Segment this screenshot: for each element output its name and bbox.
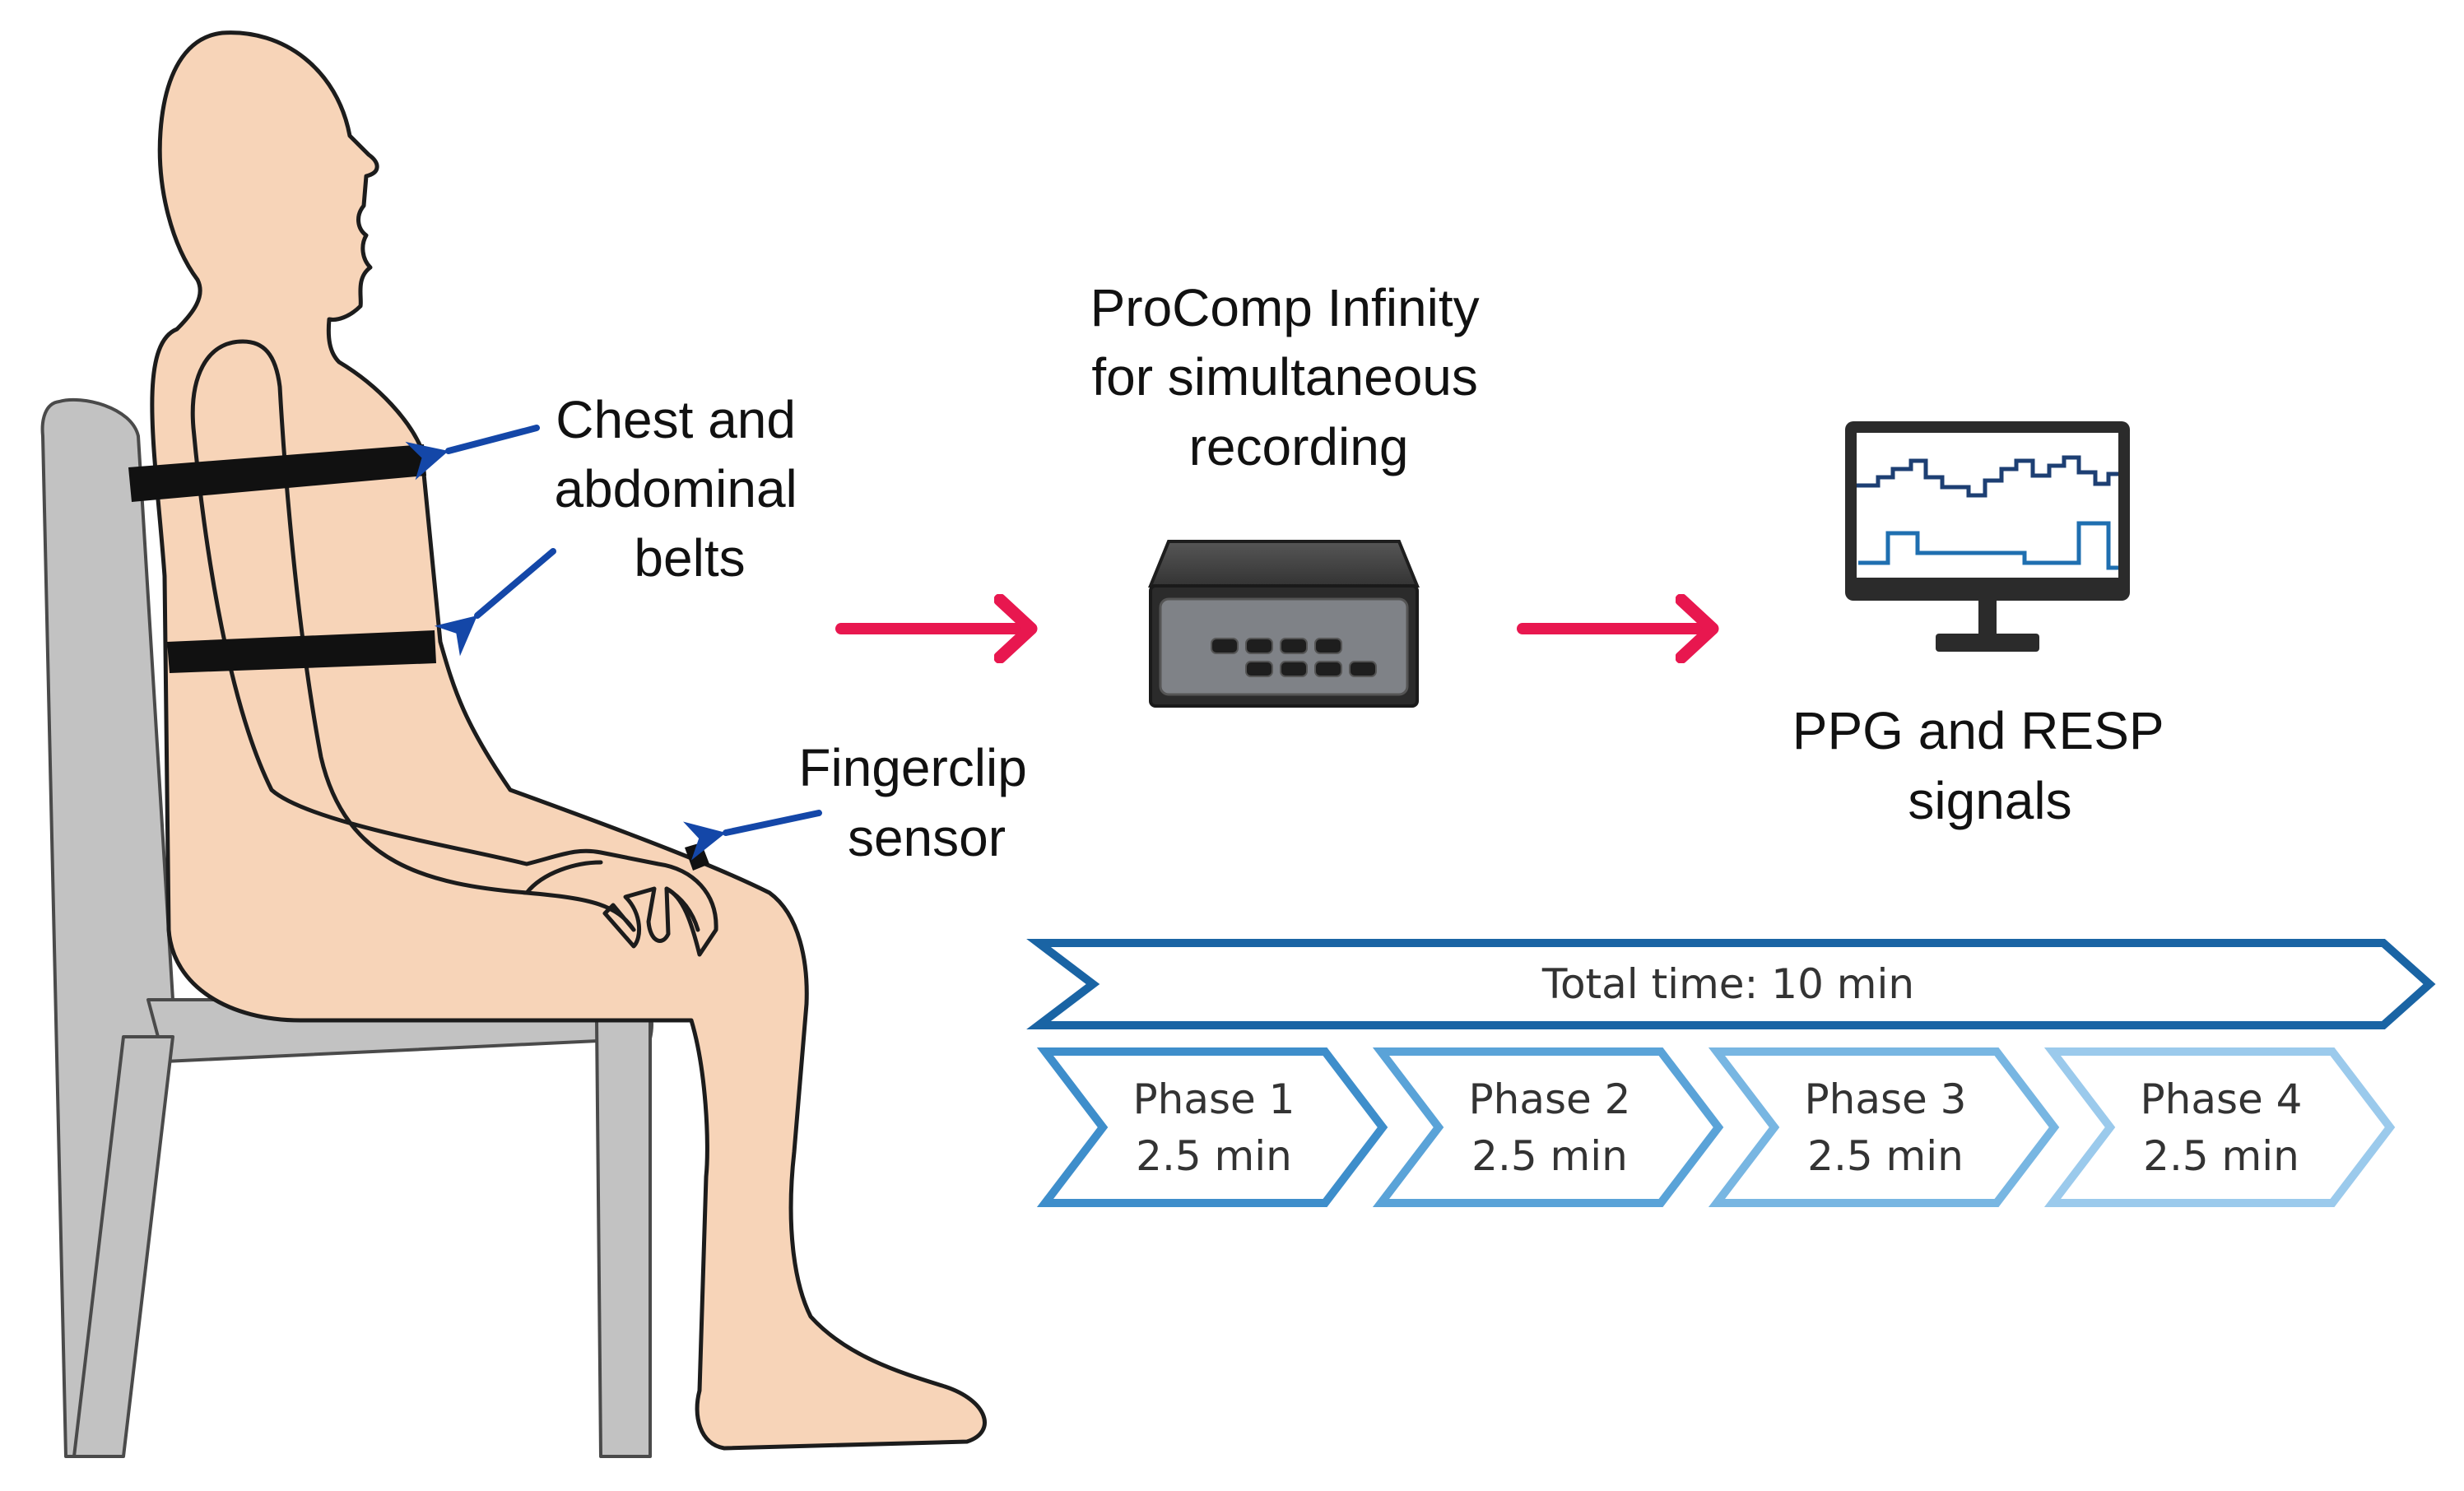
resp-signal-trace xyxy=(1858,521,2118,570)
label-belts-line-1: Chest and xyxy=(556,390,796,449)
ppg-signal-trace xyxy=(1857,455,2118,498)
label-signals-line-2: signals xyxy=(1908,771,2071,830)
label-device-line-1: ProComp Infinity xyxy=(1090,278,1480,337)
phase-duration-3: 2.5 min xyxy=(1807,1132,1964,1180)
phase-chevrons: Phase 1 2.5 min Phase 2 2.5 min Phase 3 2.5 m… xyxy=(1036,1047,2396,1207)
person-body xyxy=(150,30,987,1451)
phase-duration-1: 2.5 min xyxy=(1136,1132,1292,1180)
phase-chevron-4 xyxy=(2043,1047,2396,1207)
pointer-arrows xyxy=(405,425,822,861)
label-belts-line-2: abdominal xyxy=(554,459,797,518)
pointer-arrow-finger xyxy=(683,810,822,861)
phase-name-3: Phase 3 xyxy=(1805,1075,1967,1123)
belts xyxy=(128,444,436,673)
phase-chevron-2 xyxy=(1372,1047,1724,1207)
label-belts: Chest and abdominal belts xyxy=(554,390,811,588)
phase-name-4: Phase 4 xyxy=(2141,1075,2303,1123)
label-device-line-2: for simultaneous xyxy=(1091,347,1478,406)
label-signals-line-1: PPG and RESP xyxy=(1792,701,2164,760)
label-fingerclip-line-2: sensor xyxy=(848,808,1006,867)
label-belts-line-3: belts xyxy=(634,528,745,588)
total-time-label: Total time: 10 min xyxy=(1541,960,1914,1008)
phase-name-1: Phase 1 xyxy=(1133,1075,1295,1123)
phase-duration-4: 2.5 min xyxy=(2143,1132,2299,1180)
chair-back-leg xyxy=(72,1035,174,1458)
pointer-arrow-abdomen xyxy=(434,548,556,657)
phase-duration-2: 2.5 min xyxy=(1471,1132,1628,1180)
timeline: Total time: 10 min Phase 1 2.5 min Phase 2… xyxy=(1026,939,2436,1207)
phase-chevron-1 xyxy=(1036,1047,1388,1207)
monitor-icon xyxy=(1845,421,2130,652)
seated-person-figure xyxy=(150,30,987,1451)
pointer-arrow-chest xyxy=(405,425,540,481)
label-fingerclip: Fingerclip sensor xyxy=(798,738,1041,867)
label-signals: PPG and RESP signals xyxy=(1792,701,2178,830)
total-time-bar xyxy=(1026,939,2436,1029)
label-device-line-3: recording xyxy=(1189,417,1409,476)
phase-name-2: Phase 2 xyxy=(1469,1075,1631,1123)
chest-belt xyxy=(128,444,426,502)
label-fingerclip-line-1: Fingerclip xyxy=(798,738,1026,797)
chair-front-leg xyxy=(595,1019,652,1458)
label-device: ProComp Infinity for simultaneous record… xyxy=(1090,278,1495,476)
abdominal-belt xyxy=(167,630,436,673)
procomp-device-icon xyxy=(1148,540,1420,708)
phase-chevron-3 xyxy=(1708,1047,2060,1207)
